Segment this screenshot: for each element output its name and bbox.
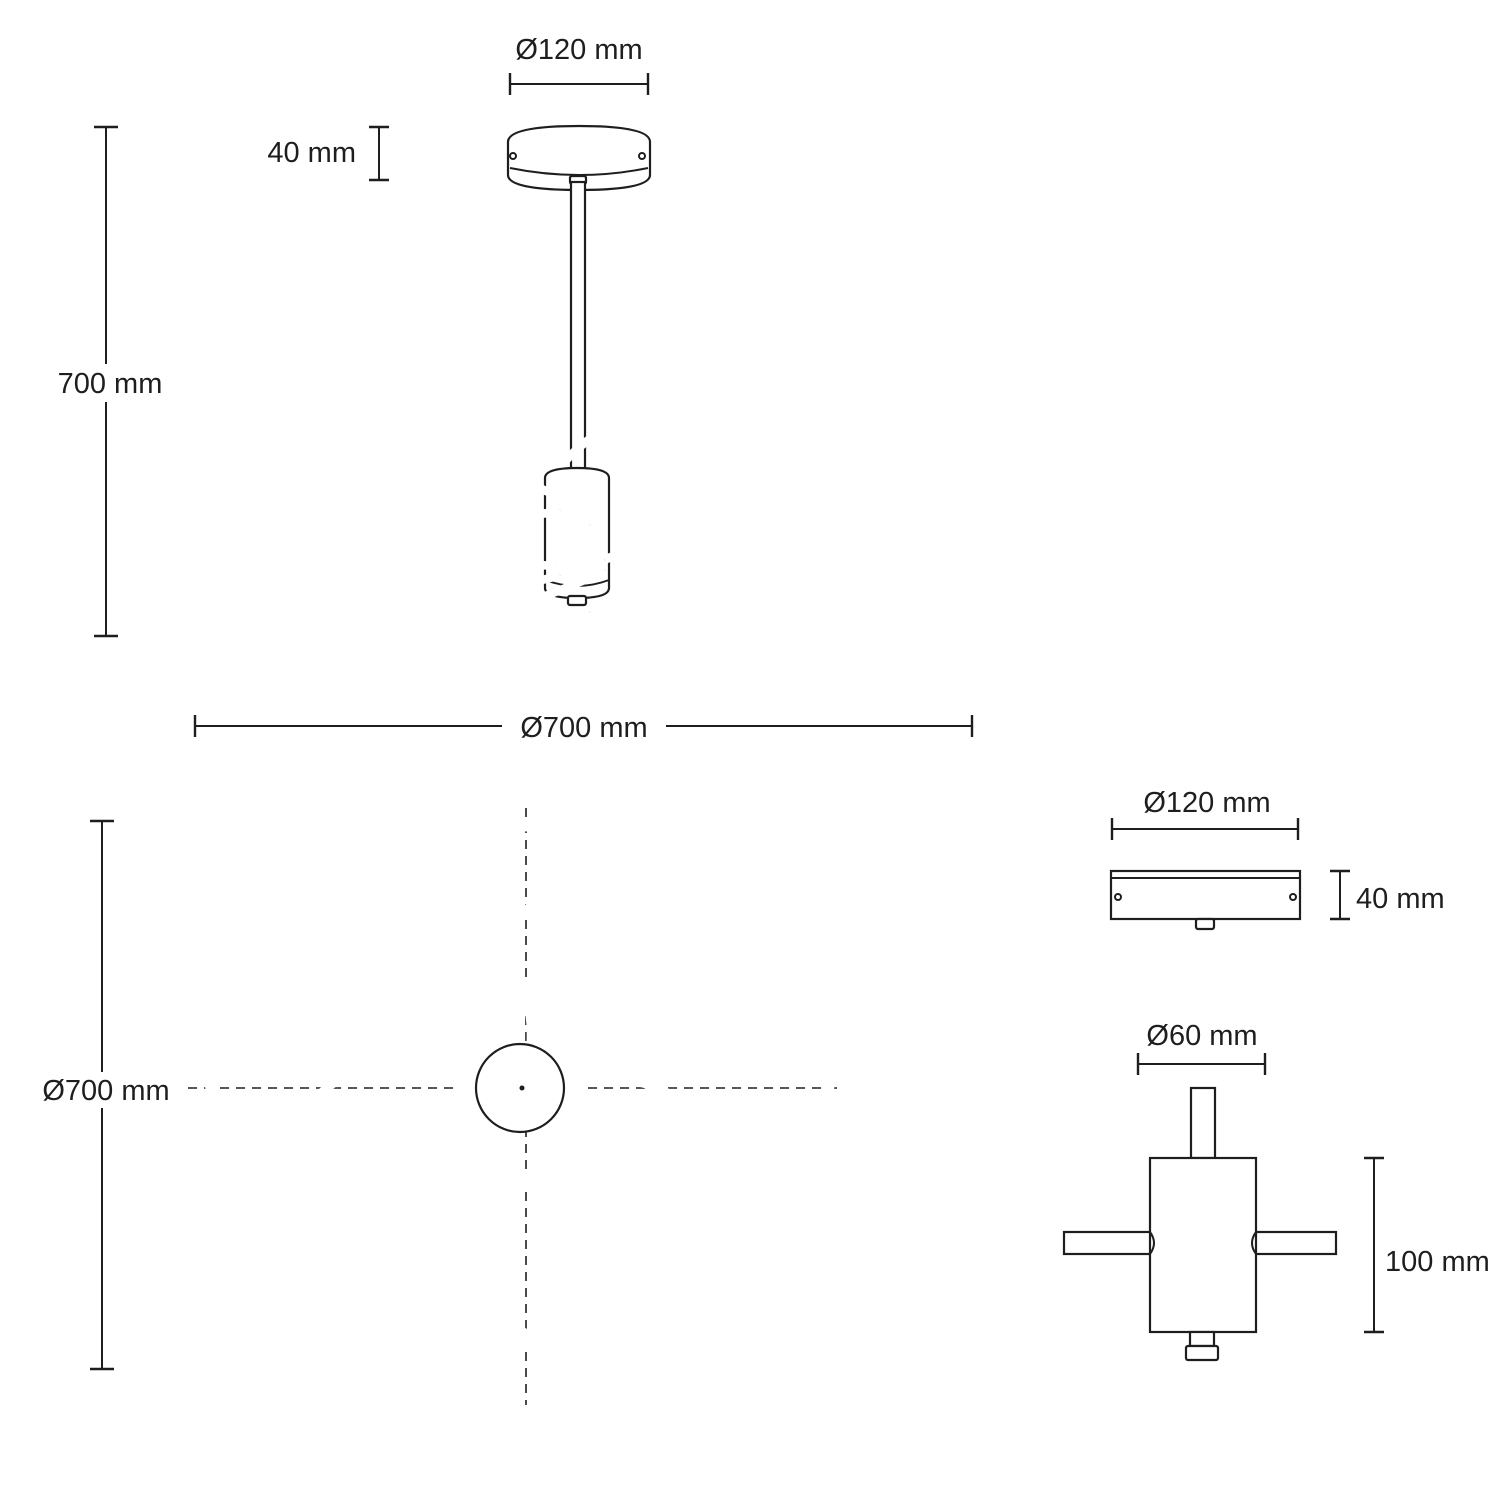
led-ring xyxy=(460,1073,750,1363)
canopy-height-label: 40 mm xyxy=(267,137,356,169)
led-ring-loop xyxy=(196,448,594,535)
hub-height-dimension: 100 mm xyxy=(1364,1156,1490,1334)
led-ring-loop xyxy=(213,557,562,627)
canopy-detail-height-dimension: 40 mm xyxy=(1330,869,1445,921)
suspension-rod xyxy=(569,180,587,476)
hub-detail-drawing xyxy=(1062,1086,1338,1362)
led-ring xyxy=(462,856,840,1234)
top-hub xyxy=(474,1042,566,1134)
overall-diameter-label: Ø700 mm xyxy=(520,712,647,744)
overall-diameter-dimension: Ø700 mm xyxy=(193,712,974,744)
top-diameter-label: Ø700 mm xyxy=(42,1075,169,1107)
canopy-detail-diameter-dimension: Ø120 mm xyxy=(1110,787,1300,840)
total-height-label: 700 mm xyxy=(58,368,163,400)
canopy-detail: Ø120 mm 40 mm xyxy=(1109,787,1445,931)
side-view: Ø120 mm 40 mm 700 mm Ø700 mm xyxy=(58,34,974,744)
led-ring-loop xyxy=(586,448,971,649)
led-ring-loop xyxy=(463,540,796,676)
ceiling-canopy xyxy=(506,124,652,192)
canopy-diameter-label: Ø120 mm xyxy=(515,34,642,66)
canopy-detail-height-label: 40 mm xyxy=(1356,883,1445,915)
led-ring xyxy=(256,1052,588,1384)
top-diameter-dimension: Ø700 mm xyxy=(42,819,170,1371)
canopy-diameter-dimension: Ø120 mm xyxy=(508,34,650,95)
canopy-detail-drawing xyxy=(1109,869,1302,931)
hub-diameter-label: Ø60 mm xyxy=(1146,1020,1257,1052)
total-height-dimension: 700 mm xyxy=(58,125,163,638)
hub-detail: Ø60 mm 100 mm xyxy=(1062,1020,1490,1362)
hub-height-label: 100 mm xyxy=(1385,1246,1490,1278)
canopy-height-dimension: 40 mm xyxy=(267,125,389,182)
hub-diameter-dimension: Ø60 mm xyxy=(1136,1020,1267,1075)
top-view: Ø700 mm xyxy=(42,808,840,1405)
led-ring xyxy=(196,865,536,1205)
canopy-detail-diameter-label: Ø120 mm xyxy=(1143,787,1270,819)
